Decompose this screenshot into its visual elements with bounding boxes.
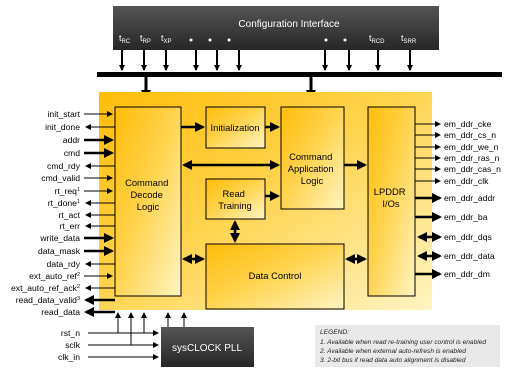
- data-control-block: [205, 243, 345, 310]
- signal-label: addr: [63, 135, 80, 145]
- left-signal-cmd: cmd: [64, 148, 114, 158]
- command-decode-block: [114, 106, 182, 297]
- signal-label: init_done: [45, 122, 80, 132]
- signal-label: cmd_valid: [41, 173, 80, 183]
- signal-label: init_start: [48, 109, 81, 119]
- legend-box: [315, 325, 500, 367]
- command-application-label: Command Application Logic: [288, 151, 336, 186]
- clock-signal-clk-in: clk_in: [58, 352, 80, 362]
- signal-label: em_ddr_cke: [444, 119, 492, 129]
- left-signal-read-data-valid: read_data_valid3: [16, 295, 115, 305]
- signal-label: read_data_valid3: [16, 295, 80, 305]
- signal-label: read_data: [41, 307, 80, 317]
- lpddr-ios-label: LPDDR I/Os: [374, 186, 408, 209]
- left-signal-rt-err: rt_err: [59, 221, 115, 231]
- sysclock-pll-label: sysCLOCK PLL: [172, 343, 242, 354]
- signal-label: em_ddr_dm: [444, 269, 490, 279]
- clock-connections: [88, 312, 187, 360]
- data-control-label: Data Control: [249, 270, 302, 281]
- left-signal-rt-req: rt_req1: [54, 186, 113, 196]
- timing-param-trc: tRC: [119, 33, 131, 45]
- signal-label: em_ddr_ba: [444, 212, 488, 222]
- ellipsis-dot: [343, 38, 347, 42]
- right-signal-em-ddr-ras-n: em_ddr_ras_n: [415, 153, 500, 163]
- config-bus: [97, 72, 502, 77]
- right-signal-em-ddr-cke: em_ddr_cke: [415, 119, 492, 129]
- config-interface-bar: [113, 6, 439, 50]
- legend-item-2: 2. Available when external auto-refresh …: [319, 348, 466, 355]
- signal-label: ext_auto_ref2: [29, 271, 80, 281]
- left-signal-init-start: init_start: [48, 109, 113, 119]
- right-signal-em-ddr-cs-n: em_ddr_cs_n: [415, 130, 496, 140]
- legend: LEGEND: 1. Available when read re-traini…: [315, 325, 500, 367]
- timing-param-trcd: tRCD: [369, 33, 385, 45]
- legend-title: LEGEND:: [320, 329, 349, 336]
- left-signal-cmd-valid: cmd_valid: [41, 173, 113, 183]
- right-signal-em-ddr-ba: em_ddr_ba: [415, 212, 488, 222]
- clock-signal-rst-n: rst_n: [61, 328, 80, 338]
- config-parameter-arrows: [119, 50, 413, 71]
- signal-label: rt_act: [59, 210, 81, 220]
- signal-label: write_data: [39, 233, 80, 243]
- internal-connections: [181, 122, 367, 264]
- signal-label: cmd: [64, 148, 80, 158]
- left-signal-addr: addr: [63, 135, 114, 145]
- config-interface-title: Configuration Interface: [238, 19, 340, 30]
- left-signal-cmd-rdy: cmd_rdy: [47, 161, 115, 171]
- left-signal-data-mask: data_mask: [38, 246, 114, 256]
- right-signal-em-ddr-addr: em_ddr_addr: [415, 193, 495, 203]
- signal-label: ext_auto_ref_ack2: [11, 283, 80, 293]
- legend-item-3: 3. 2-bit bus if read data auto alignment…: [320, 357, 466, 364]
- left-signal-rt-done: rt_done1: [48, 198, 115, 208]
- right-signal-em-ddr-we-n: em_ddr_we_n: [415, 142, 499, 152]
- ellipsis-dot: [208, 38, 212, 42]
- signal-label: data_mask: [38, 246, 81, 256]
- sysclock-pll-block: [161, 327, 254, 367]
- right-signal-em-ddr-dqs: em_ddr_dqs: [417, 232, 492, 242]
- timing-param-tsrr: tSRR: [401, 33, 417, 45]
- signal-label: data_rdy: [47, 259, 81, 269]
- left-signal-init-done: init_done: [45, 122, 115, 132]
- timing-param-trp: tRP: [140, 33, 151, 45]
- signal-label: em_ddr_clk: [444, 176, 489, 186]
- signal-label: em_ddr_addr: [444, 193, 495, 203]
- signal-label: em_ddr_data: [444, 251, 495, 261]
- right-signal-em-ddr-dm: em_ddr_dm: [415, 269, 490, 279]
- signal-label: rt_done1: [48, 198, 80, 208]
- signal-label: em_ddr_we_n: [444, 142, 499, 152]
- clock-signal-sclk: sclk: [65, 340, 81, 350]
- signal-label: rt_err: [59, 221, 80, 231]
- command-decode-label: Command Decode Logic: [125, 177, 171, 212]
- left-signal-write-data: write_data: [39, 233, 114, 243]
- lpddr-ios-block: [367, 106, 416, 297]
- left-signal-read-data: read_data: [41, 307, 115, 317]
- timing-param-txp: tXP: [161, 33, 172, 45]
- configuration-interface: Configuration Interface tRC tRP tXP tRCD…: [113, 6, 439, 50]
- signal-label: rt_req1: [54, 186, 80, 196]
- signal-label: em_ddr_ras_n: [444, 153, 500, 163]
- left-signal-rt-act: rt_act: [59, 210, 115, 220]
- right-signal-em-ddr-data: em_ddr_data: [417, 251, 495, 261]
- signal-label: em_ddr_dqs: [444, 232, 492, 242]
- initialization-label: Initialization: [211, 122, 260, 133]
- read-training-label: Read Training: [218, 188, 252, 211]
- left-signal-data-rdy: data_rdy: [47, 259, 115, 269]
- left-signal-ext-auto-ref-ack: ext_auto_ref_ack2: [11, 283, 115, 293]
- ellipsis-dot: [227, 38, 231, 42]
- read-training-block: [205, 178, 266, 220]
- ellipsis-dot: [189, 38, 193, 42]
- signal-label: cmd_rdy: [47, 161, 81, 171]
- ellipsis-dot: [324, 38, 328, 42]
- signal-label: em_ddr_cas_n: [444, 164, 501, 174]
- right-signal-em-ddr-cas-n: em_ddr_cas_n: [415, 164, 501, 174]
- right-signal-em-ddr-clk: em_ddr_clk: [415, 176, 489, 186]
- left-signal-ext-auto-ref: ext_auto_ref2: [29, 271, 113, 281]
- legend-item-1: 1. Available when read re-training user …: [320, 339, 486, 346]
- command-application-block: [280, 106, 345, 210]
- signal-label: em_ddr_cs_n: [444, 130, 496, 140]
